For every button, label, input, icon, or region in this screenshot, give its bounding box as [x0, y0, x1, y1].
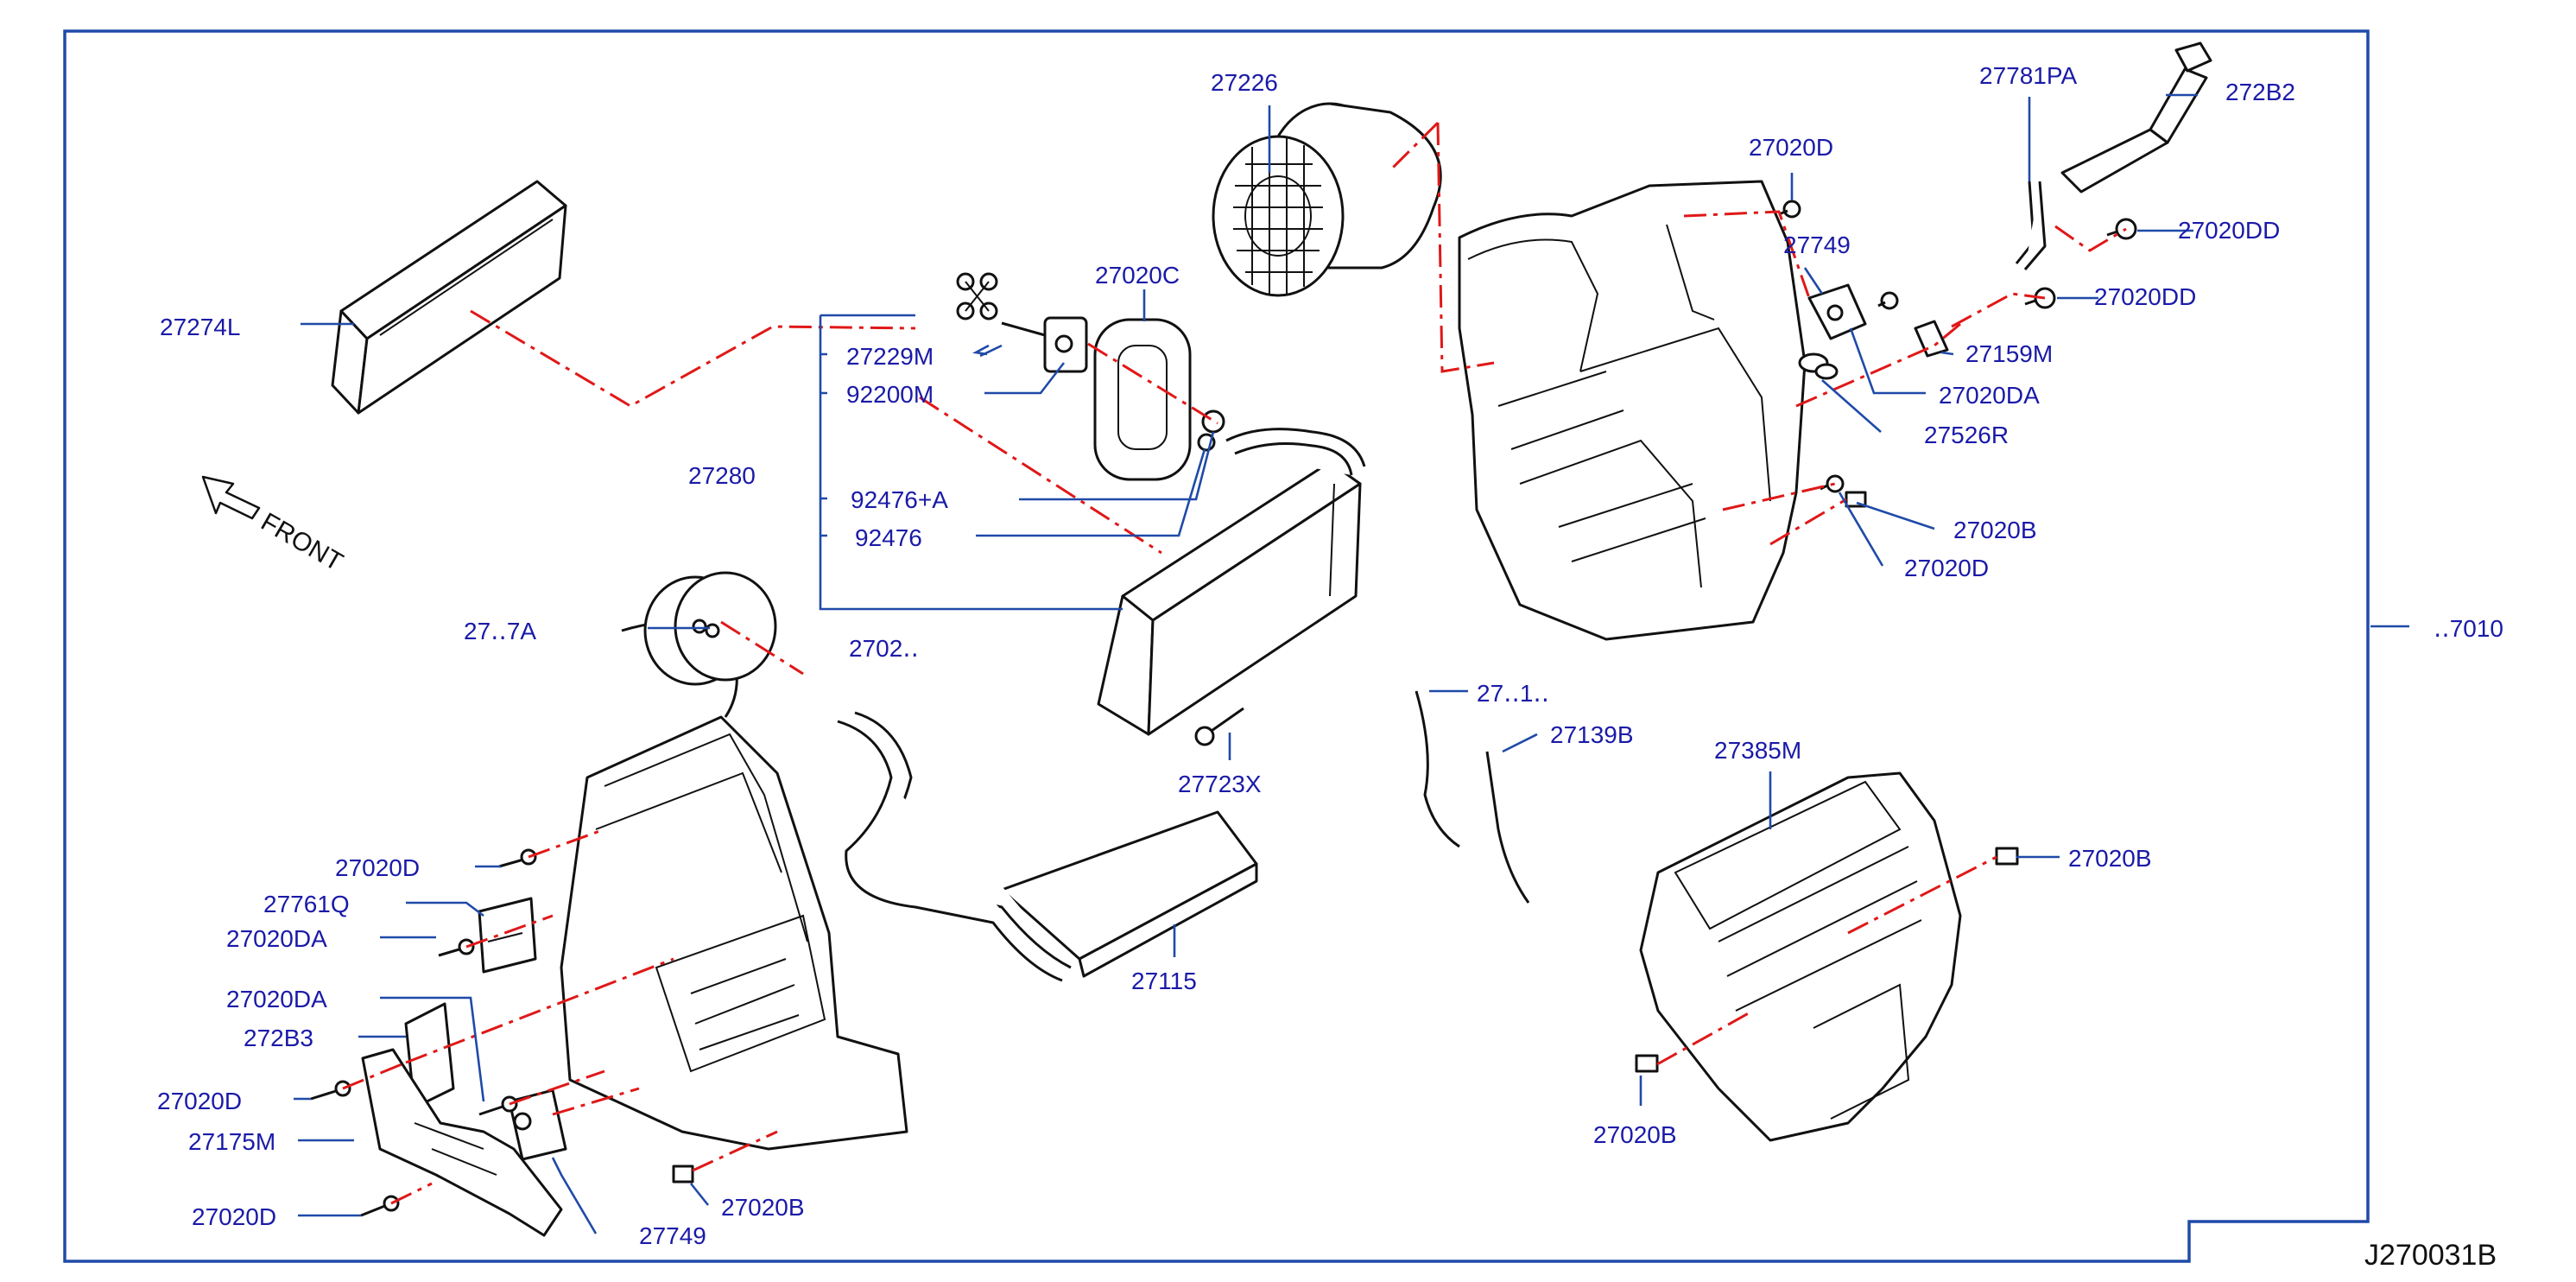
callout-272B2: 272B2: [2225, 79, 2295, 105]
screw-icon: [360, 1195, 400, 1217]
callout-27159M: 27159M: [1965, 340, 2053, 367]
callout-27020DA-left-1: 27020DA: [226, 925, 327, 952]
callout-92476A: 92476+A: [851, 486, 948, 513]
front-direction-label: FRONT: [256, 507, 348, 576]
evaporator-core-part: [1097, 428, 1366, 736]
callout-27020D-left-3: 27020D: [192, 1203, 276, 1230]
duct-bracket-part: [361, 1048, 563, 1237]
screw-icon: [310, 1080, 351, 1101]
screw-icon: [438, 938, 475, 957]
blower-resistor-part: [478, 897, 537, 974]
callout-27749-top: 27749: [1783, 232, 1851, 258]
drain-hose-part: [1194, 707, 1244, 746]
callout-27385M: 27385M: [1714, 737, 1801, 764]
assembly-centerlines: [342, 121, 2127, 1205]
screw-icon: [478, 1095, 518, 1116]
vent-duct-part: [2060, 41, 2212, 194]
callout-92200M: 92200M: [846, 381, 934, 408]
diagram-id: J270031B: [2364, 1239, 2497, 1272]
callout-27781PA: 27781PA: [1979, 62, 2077, 89]
callout-27020D-top: 27020D: [1749, 134, 1833, 161]
clip-icon: [1995, 847, 2019, 866]
cabin-filter-part: [331, 180, 567, 415]
callout-92476: 92476: [855, 524, 922, 551]
blower-motor-part: [1212, 102, 1442, 297]
seal-strip-part: [1415, 690, 1530, 904]
callout-27020B-right-3: 27020B: [1593, 1121, 1677, 1148]
screw-icon: [2106, 218, 2137, 240]
clip-icon: [1635, 1054, 1659, 1073]
callout-27280: 27280: [688, 462, 756, 489]
callout-27274L: 27274L: [160, 314, 240, 340]
callout-leaders: [294, 93, 2409, 1234]
callout-27749-bottom: 27749: [639, 1222, 706, 1249]
callout-27526R: 27526R: [1924, 422, 2009, 448]
front-direction-marker: FRONT: [201, 475, 348, 577]
actuator-part-upper: [1807, 283, 1867, 340]
vent-hose-part: [2015, 181, 2047, 270]
callout-27020D-left-1: 27020D: [335, 854, 420, 881]
diagram-frame: [63, 29, 2370, 1263]
callout-labels: 27274L 27226 27020C 27229M 92200M 27280 …: [157, 62, 2503, 1249]
callout-27761Q: 27761Q: [263, 891, 350, 917]
screw-icon: [1877, 291, 1899, 310]
callout-272B3: 272B3: [244, 1025, 313, 1051]
callout-27139B: 27139B: [1550, 721, 1634, 748]
callout-27020D-left-2: 27020D: [157, 1088, 242, 1114]
screw-icon: [1778, 200, 1801, 219]
callout-27020DD-b: 27020DD: [2094, 283, 2196, 310]
callout-2778x: 27‥1‥: [1477, 680, 1549, 707]
callout-27020B-right-1: 27020B: [1953, 517, 2037, 543]
callout-27020D-right: 27020D: [1904, 555, 1989, 581]
heater-core-part: [837, 711, 1258, 982]
callout-27020DD-a: 27020DD: [2178, 217, 2280, 244]
callout-27723X: 27723X: [1178, 771, 1262, 797]
callout-27115: 27115: [1131, 968, 1197, 994]
left-heater-unit-part: [560, 571, 908, 1151]
lower-housing-part: [1639, 771, 1962, 1142]
expansion-valve-part: [956, 272, 1088, 373]
clip-icon: [672, 1165, 694, 1184]
arrow-outline-icon: [201, 475, 261, 520]
callout-27020C: 27020C: [1095, 262, 1180, 289]
screw-icon: [1820, 474, 1845, 493]
callout-27020B-right-2: 27020B: [2068, 845, 2152, 872]
callout-27020DA-right: 27020DA: [1939, 382, 2040, 409]
callout-27175M: 27175M: [188, 1128, 275, 1155]
callout-27020DA-left-2: 27020DA: [226, 986, 327, 1012]
gasket-part: [1093, 318, 1192, 481]
screw-icon: [498, 848, 537, 868]
actuator-part-lower-left: [508, 1088, 567, 1161]
callout-27010: ‥7010: [2434, 615, 2503, 642]
sensor-part: [1914, 320, 1949, 358]
callout-27020B-bottom: 27020B: [721, 1194, 805, 1221]
callout-27229M: 27229M: [846, 343, 934, 370]
upper-housing-part: [1458, 180, 1807, 641]
callout-2717A: 27‥7A: [464, 618, 536, 644]
callout-27226: 27226: [1211, 69, 1278, 96]
link-part: [1798, 352, 1839, 380]
callout-2702x: 2702‥: [849, 635, 919, 662]
